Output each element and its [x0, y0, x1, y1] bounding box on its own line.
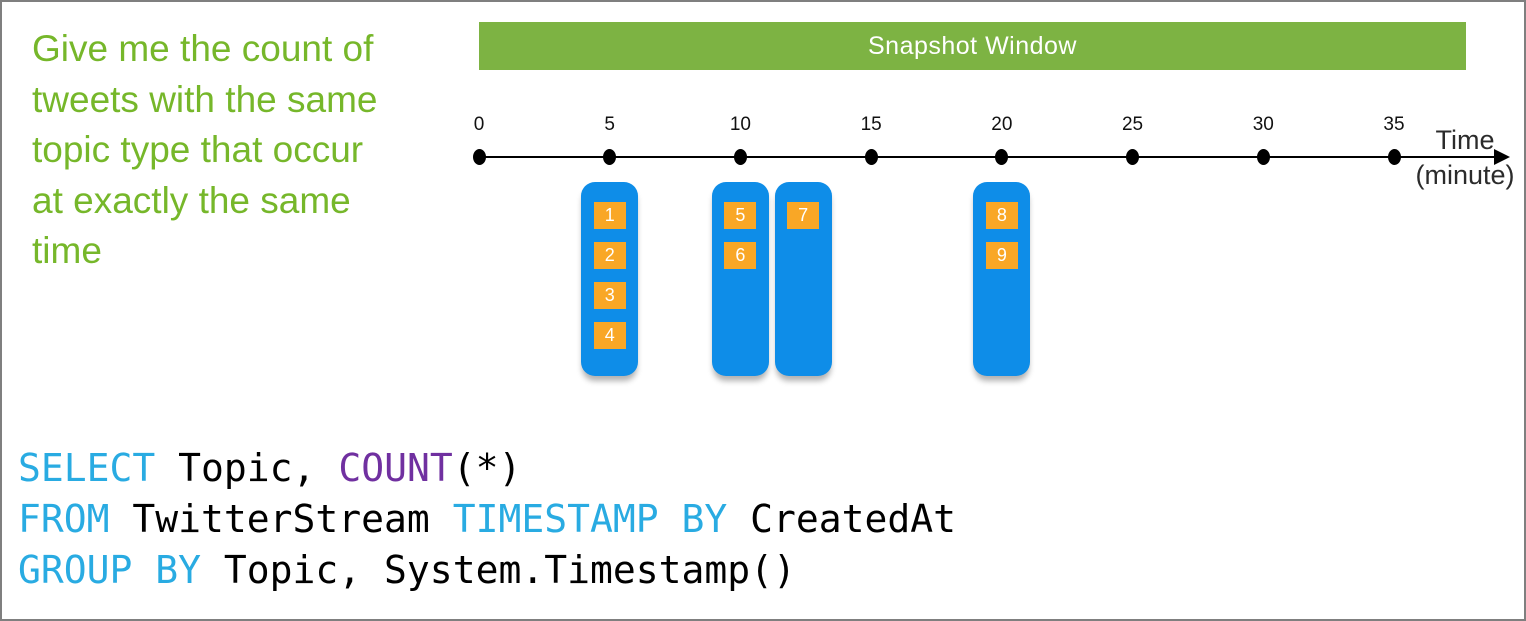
question-line: time — [32, 230, 102, 271]
tick-label: 30 — [1252, 114, 1274, 135]
sql-token-keyword: SELECT — [18, 446, 156, 490]
tick-label: 35 — [1383, 114, 1405, 135]
sql-token-function: COUNT — [338, 446, 453, 490]
tick-label: 10 — [729, 114, 751, 135]
tick-dot — [1387, 149, 1401, 165]
sql-query: SELECT Topic, COUNT(*)FROM TwitterStream… — [18, 443, 956, 596]
tweet-event: 6 — [724, 242, 757, 269]
snapshot-window-banner: Snapshot Window — [479, 22, 1466, 70]
sql-token-plain: Topic, — [155, 446, 339, 490]
tick-dot — [1126, 149, 1140, 165]
snapshot-group: 1 2 3 4 — [581, 182, 639, 376]
sql-token-keyword: FROM — [18, 497, 110, 541]
sql-token-plain: TwitterStream — [109, 497, 453, 541]
tick-label: 0 — [473, 114, 485, 135]
tick-label: 15 — [860, 114, 882, 135]
question-line: Give me the count of — [32, 28, 374, 69]
tweet-event: 5 — [724, 202, 757, 229]
sql-token-plain: (*) — [452, 446, 522, 490]
banner-label: Snapshot Window — [867, 31, 1077, 60]
sql-token-plain: Topic, System.Timestamp() — [201, 548, 796, 592]
tick-dot — [603, 149, 617, 165]
tick-dot — [472, 149, 486, 165]
question-line: tweets with the same — [32, 78, 378, 120]
tick-dot — [995, 149, 1009, 165]
timeline-arrowhead-icon — [1494, 149, 1510, 165]
tweet-event: 4 — [593, 322, 626, 349]
sql-line: FROM TwitterStream TIMESTAMP BY CreatedA… — [18, 494, 956, 545]
time-axis-label-line1: Time — [1435, 125, 1495, 155]
tweet-event: 8 — [985, 202, 1018, 229]
tick-label: 20 — [991, 114, 1013, 135]
sql-line: SELECT Topic, COUNT(*) — [18, 443, 956, 494]
tick-label: 25 — [1121, 114, 1144, 135]
sql-token-plain: CreatedAt — [727, 497, 957, 541]
question-line: topic type that occur — [32, 129, 364, 170]
tick-dot — [864, 149, 878, 165]
tweet-event: 9 — [985, 242, 1018, 269]
tick-dot — [733, 149, 747, 165]
sql-token-keyword: GROUP BY — [18, 548, 202, 592]
sql-line: GROUP BY Topic, System.Timestamp() — [18, 545, 956, 596]
time-axis-label-line2: (minute) — [1415, 160, 1515, 190]
timeline-axis — [479, 156, 1505, 158]
tweet-event: 1 — [593, 202, 626, 229]
snapshot-group: 7 — [774, 182, 832, 376]
time-axis-label: Time (minute) — [1406, 123, 1524, 193]
sql-token-keyword: TIMESTAMP BY — [452, 497, 728, 541]
tick-label: 5 — [604, 114, 615, 135]
question-line: at exactly the same — [32, 179, 351, 221]
tweet-event: 2 — [593, 242, 626, 269]
tweet-event: 3 — [593, 282, 626, 309]
question-text: Give me the count of tweets with the same… — [32, 24, 432, 277]
tick-dot — [1256, 149, 1270, 165]
tweet-event: 7 — [787, 202, 820, 229]
